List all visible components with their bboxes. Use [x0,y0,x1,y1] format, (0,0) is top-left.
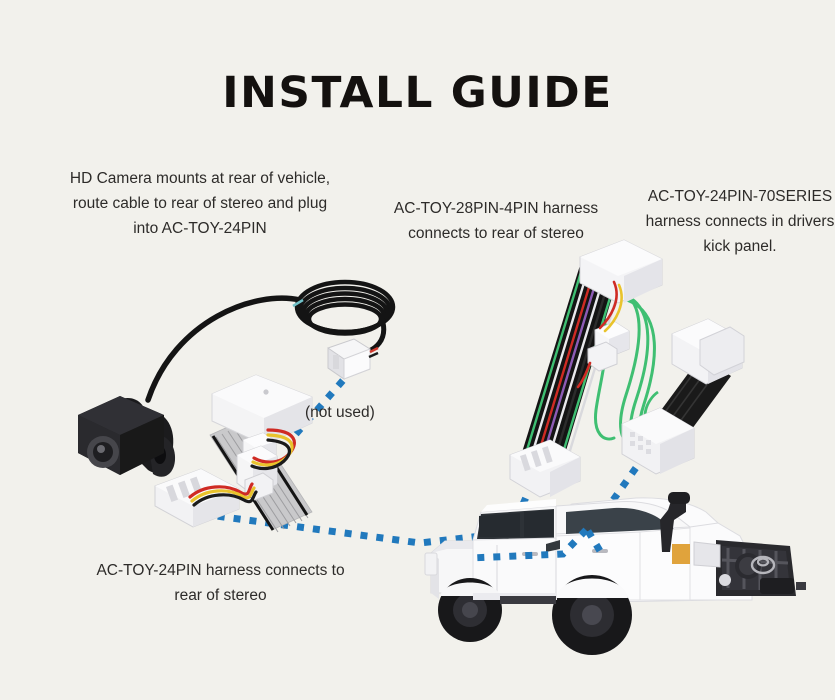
caption-harness-28pin: AC-TOY-28PIN-4PIN harness connects to re… [393,200,599,242]
caption-harness-24pin-70series: AC-TOY-24PIN-70SERIES harness connects i… [645,188,835,255]
page-title: INSTALL GUIDE [222,68,613,118]
connector-line-dash-spread [469,527,589,562]
connector-line-dash-drop [584,529,604,553]
caption-not-used: (not used) [305,404,375,421]
caption-harness-24pin: AC-TOY-24PIN harness connects to rear of… [96,562,345,604]
caption-camera: HD Camera mounts at rear of vehicle, rou… [69,170,331,237]
